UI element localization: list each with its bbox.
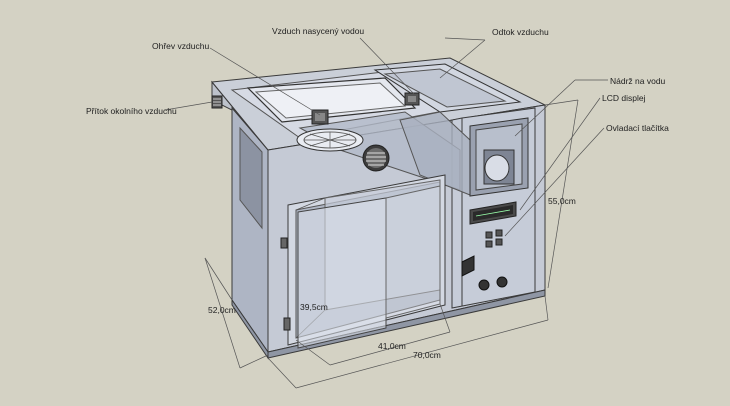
knob-left[interactable] <box>478 279 490 291</box>
button-4[interactable] <box>495 238 503 246</box>
door-hinges <box>280 237 291 331</box>
label-ambient-inlet: Přítok okolního vzduchu <box>86 106 177 116</box>
lcd-display <box>469 201 517 225</box>
knob-right[interactable] <box>496 276 508 288</box>
hinge-top <box>280 237 288 249</box>
power-switch[interactable] <box>461 255 475 277</box>
water-tank <box>469 117 529 197</box>
door-opening <box>287 174 446 349</box>
dim-inner-width: 41,0cm <box>378 341 406 351</box>
heater-fan <box>296 128 364 152</box>
hinge-bottom <box>283 317 291 331</box>
dimension-lines <box>204 99 579 389</box>
dim-width: 70,0cm <box>413 350 441 360</box>
button-3[interactable] <box>485 240 493 248</box>
left-side-vent <box>239 126 263 230</box>
dim-depth: 55,0cm <box>548 196 576 206</box>
leader-lines <box>164 37 608 237</box>
button-1[interactable] <box>485 231 493 239</box>
label-saturated-air: Vzduch nasycený vodou <box>272 26 364 36</box>
button-2[interactable] <box>495 229 503 237</box>
round-vent <box>362 144 390 172</box>
tray-fan <box>311 109 329 125</box>
door-glass <box>297 197 387 349</box>
heating-tray-inner <box>254 82 407 119</box>
door-glass-right <box>385 185 441 319</box>
label-air-heating: Ohřev vzduchu <box>152 41 209 51</box>
label-water-tank: Nádrž na vodu <box>610 76 666 86</box>
label-control-buttons: Ovladací tlačítka <box>606 123 669 133</box>
label-lcd-display: LCD displej <box>602 93 646 103</box>
dim-inner-height: 39,5cm <box>300 302 328 312</box>
control-buttons <box>485 229 503 248</box>
outlet-chamber-inner <box>383 68 507 108</box>
ambient-inlet-grille <box>211 95 223 109</box>
label-air-outlet: Odtok vzduchu <box>492 27 549 37</box>
outlet-fan <box>404 92 420 106</box>
dim-height: 52,0cm <box>208 305 236 315</box>
knobs <box>478 276 508 291</box>
